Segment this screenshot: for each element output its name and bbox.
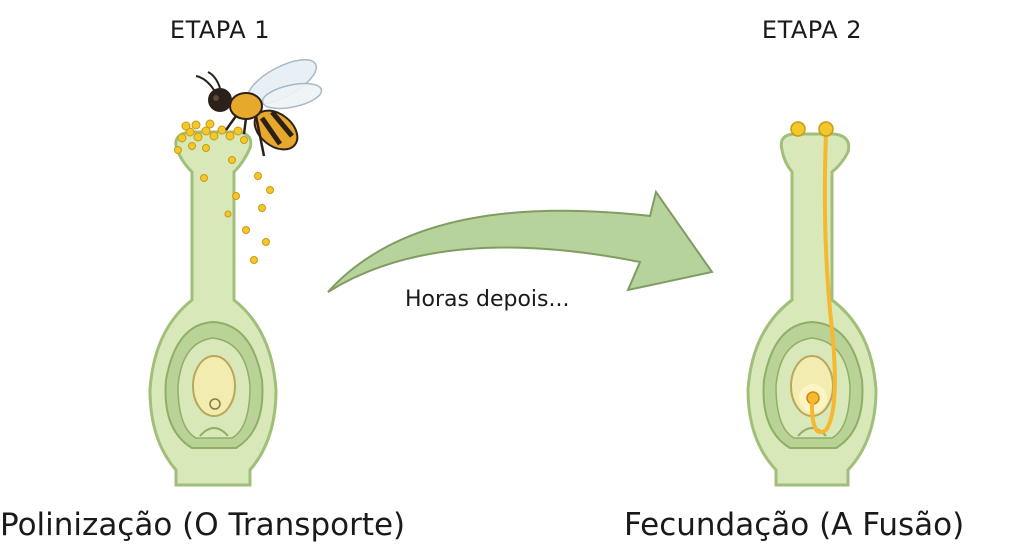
stage-1-title: ETAPA 1: [169, 16, 271, 44]
stage-2-caption: Fecundação (A Fusão): [624, 507, 965, 543]
transition-label: Horas depois...: [405, 287, 570, 312]
transition-arrow: [327, 189, 714, 293]
pollen-tube: [810, 132, 837, 435]
stage-2-title: ETAPA 2: [761, 16, 863, 44]
pistil-stage-2: [746, 132, 878, 487]
ovule-1: [192, 355, 236, 417]
stage-1-caption: Polinização (O Transporte): [0, 507, 406, 543]
bee-icon: [195, 59, 323, 157]
pollen-grains-1: [174, 119, 274, 264]
pistil-stage-1: [148, 130, 278, 487]
pollen-grains-2: [790, 121, 834, 137]
